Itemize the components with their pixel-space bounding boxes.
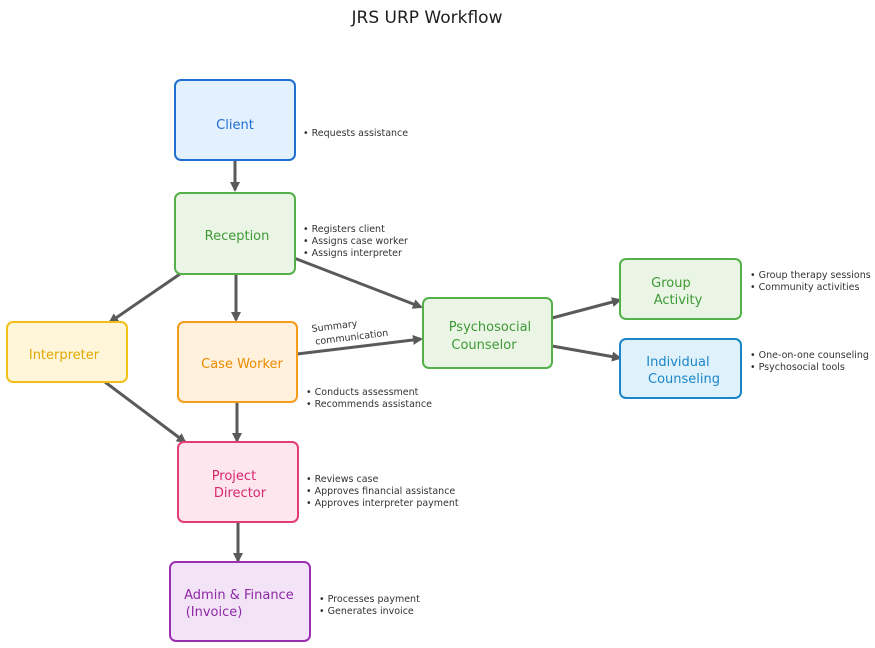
note-project-director: • Reviews case • Approves financial assi…: [306, 474, 459, 509]
node-project-director[interactable]: Project Director: [177, 441, 299, 523]
svg-text:Individual Counseling: Individual Counseling: [646, 355, 720, 387]
note-client: • Requests assistance: [303, 128, 408, 139]
diagram-title: JRS URP Workflow: [351, 8, 503, 28]
svg-text:Project Director: Project Director: [212, 469, 267, 501]
edge-reception-interpreter: [108, 272, 181, 324]
edge-reception-counselor: [293, 256, 423, 309]
edge-interpreter-director: [104, 380, 187, 444]
note-group-activity: • Group therapy sessions • Community act…: [750, 270, 874, 293]
node-client[interactable]: Client: [174, 79, 296, 161]
svg-text:Admin & Finance (Invoi: Admin & Finance (Invoice): [184, 588, 298, 620]
node-group-activity[interactable]: Group Activity: [619, 258, 742, 320]
nodes: Client Reception Interpreter Case Worker…: [6, 79, 742, 642]
node-individual-counseling[interactable]: Individual Counseling: [619, 338, 742, 399]
svg-text:Interpreter: Interpreter: [29, 348, 100, 363]
note-admin-finance: • Processes payment • Generates invoice: [319, 594, 423, 617]
edges: [104, 160, 622, 563]
svg-text:Psychosocial Counselor: Psychosocial Counselor: [449, 320, 536, 353]
svg-text:Reception: Reception: [205, 229, 270, 244]
edge-counselor-individual: [551, 344, 622, 362]
note-individual-counseling: • One-on-one counseling • Psychosocial t…: [750, 350, 872, 373]
note-reception: • Registers client • Assigns case worker…: [303, 224, 411, 259]
note-case-worker: • Conducts assessment • Recommends assis…: [306, 387, 432, 410]
node-interpreter[interactable]: Interpreter: [6, 321, 128, 383]
svg-text:Group Activity: Group Activity: [651, 276, 702, 308]
notes: • Requests assistance • Registers client…: [303, 128, 874, 617]
node-reception[interactable]: Reception: [174, 192, 296, 275]
svg-text:Client: Client: [216, 118, 254, 133]
node-admin-finance[interactable]: Admin & Finance (Invoice): [169, 561, 311, 642]
node-case-worker[interactable]: Case Worker: [177, 321, 298, 403]
edge-caseworker-counselor: [296, 334, 423, 356]
node-psychosocial-counselor[interactable]: Psychosocial Counselor: [422, 297, 553, 369]
svg-text:Case Worker: Case Worker: [201, 357, 283, 372]
edge-counselor-group: [551, 297, 622, 320]
